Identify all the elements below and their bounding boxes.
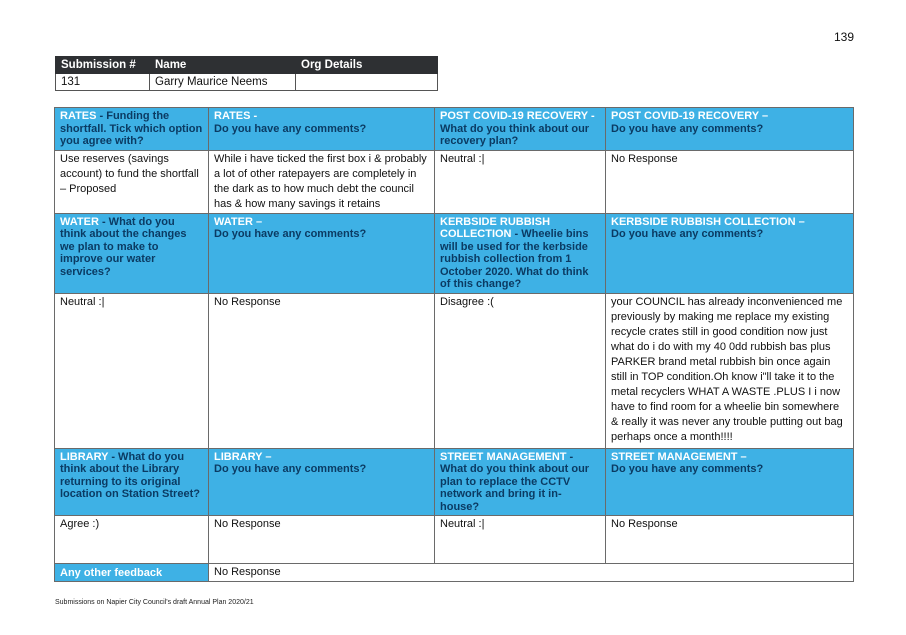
answer-kerbside-change: Disagree :(: [434, 292, 606, 449]
question-water-changes: WATER - What do you think about the chan…: [54, 212, 209, 294]
submission-value-row: 131 Garry Maurice Neems: [55, 73, 438, 91]
answer-kerbside-comments: your COUNCIL has already inconvenienced …: [605, 292, 854, 449]
other-feedback-value: No Response: [208, 563, 854, 582]
answer-library-comments: No Response: [208, 515, 435, 564]
answer-rates-option: Use reserves (savings account) to fund t…: [54, 149, 209, 214]
question-row-water: WATER - What do you think about the chan…: [54, 212, 854, 294]
answer-rates-comments: While i have ticked the first box i & pr…: [208, 149, 435, 214]
responses-table: RATES - Funding the shortfall. Tick whic…: [54, 107, 854, 582]
question-row-library: LIBRARY - What do you think about the Li…: [54, 447, 854, 516]
other-feedback-row: Any other feedback No Response: [54, 563, 854, 582]
submission-header-row: Submission # Name Org Details: [55, 56, 438, 74]
org-details-header: Org Details: [295, 56, 438, 74]
question-rates-option: RATES - Funding the shortfall. Tick whic…: [54, 107, 209, 151]
submission-number-header: Submission #: [55, 56, 150, 74]
question-covid-comments: POST COVID-19 RECOVERY –Do you have any …: [605, 107, 854, 151]
submission-number-value: 131: [55, 73, 150, 91]
page-number: 139: [833, 30, 854, 44]
name-value: Garry Maurice Neems: [149, 73, 296, 91]
answer-row-water: Neutral :| No Response Disagree :( your …: [54, 292, 854, 449]
question-street-cctv: STREET MANAGEMENT - What do you think ab…: [434, 447, 606, 516]
question-library-comments: LIBRARY –Do you have any comments?: [208, 447, 435, 516]
question-rates-comments: RATES -Do you have any comments?: [208, 107, 435, 151]
org-details-value: [295, 73, 438, 91]
question-kerbside-change: KERBSIDE RUBBISH COLLECTION - Wheelie bi…: [434, 212, 606, 294]
answer-street-comments: No Response: [605, 515, 854, 564]
answer-water-changes: Neutral :|: [54, 292, 209, 449]
question-library-location: LIBRARY - What do you think about the Li…: [54, 447, 209, 516]
answer-covid-recovery: Neutral :|: [434, 149, 606, 214]
answer-covid-comments: No Response: [605, 149, 854, 214]
answer-row-rates: Use reserves (savings account) to fund t…: [54, 149, 854, 214]
question-covid-recovery: POST COVID-19 RECOVERY - What do you thi…: [434, 107, 606, 151]
question-kerbside-comments: KERBSIDE RUBBISH COLLECTION –Do you have…: [605, 212, 854, 294]
answer-street-cctv: Neutral :|: [434, 515, 606, 564]
question-water-comments: WATER –Do you have any comments?: [208, 212, 435, 294]
submission-table: Submission # Name Org Details 131 Garry …: [55, 56, 438, 91]
answer-row-library: Agree :) No Response Neutral :| No Respo…: [54, 515, 854, 564]
question-row-rates: RATES - Funding the shortfall. Tick whic…: [54, 107, 854, 151]
name-header: Name: [149, 56, 296, 74]
answer-water-comments: No Response: [208, 292, 435, 449]
other-feedback-label: Any other feedback: [54, 563, 209, 582]
question-street-comments: STREET MANAGEMENT –Do you have any comme…: [605, 447, 854, 516]
footer-text: Submissions on Napier City Council's dra…: [55, 599, 254, 606]
answer-library-location: Agree :): [54, 515, 209, 564]
